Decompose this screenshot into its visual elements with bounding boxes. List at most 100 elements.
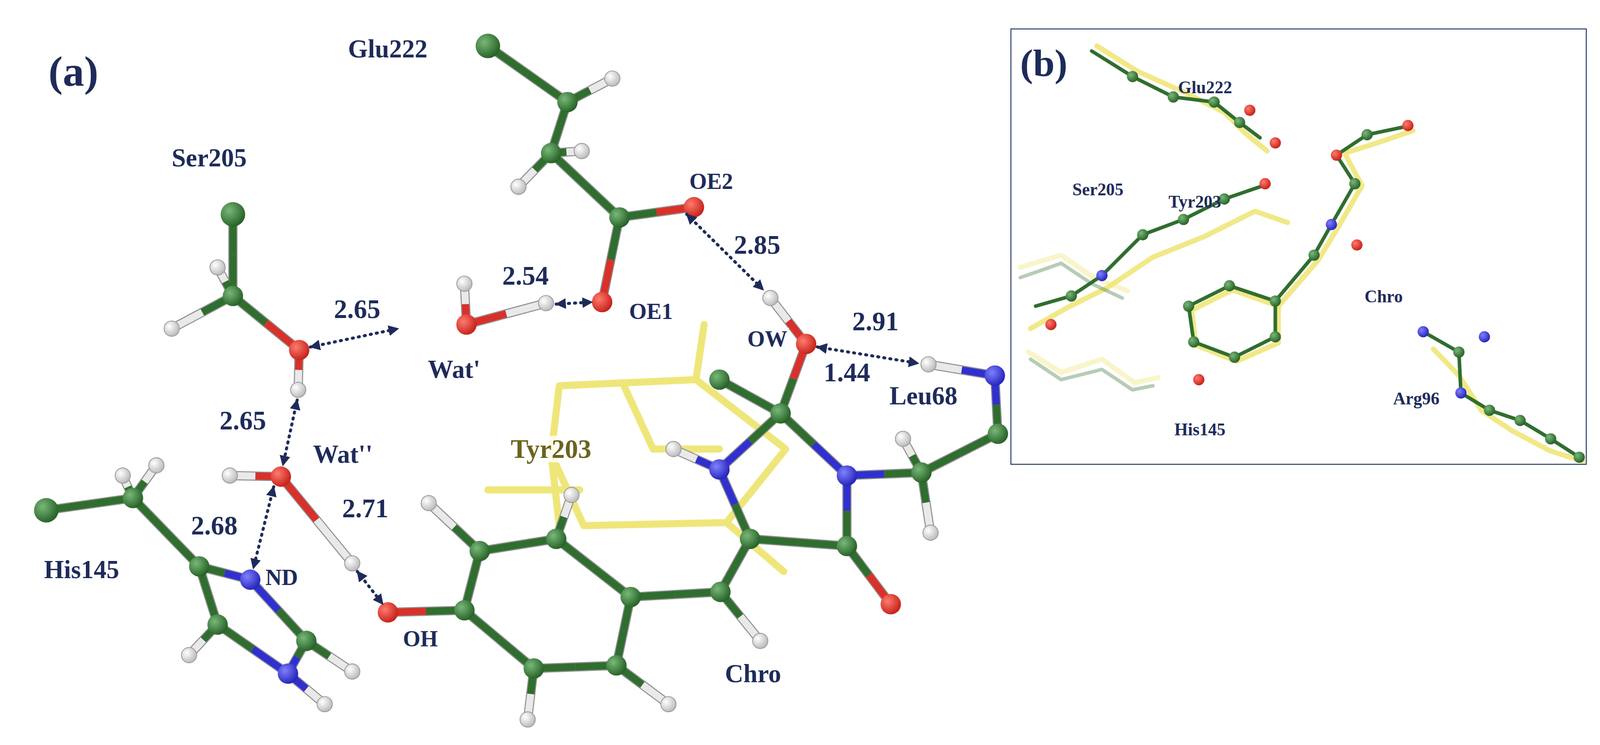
bond-outline [232,295,300,350]
atom-ball [316,696,333,712]
overlay-atom [1183,300,1195,312]
overlay-atom [1573,451,1585,463]
atom-ball [557,91,578,113]
bond-outline [630,591,721,597]
atom-ball [836,464,858,486]
atoms [33,33,1008,727]
atom-ball [666,440,682,457]
residue-label: Glu222 [1176,78,1234,97]
bond-outline [616,596,631,665]
structure-label: Leu68 [887,383,959,409]
structure-label: OE2 [688,170,735,193]
structure-label: Tyr203 [509,435,593,463]
bond-outline [842,475,852,546]
atom-ball [573,143,590,159]
atom-ball [739,528,761,549]
structure-label: Ser205 [170,145,249,171]
atom-ball [592,291,613,313]
structure-label: Wat'' [311,441,374,467]
overlay-atom [1045,318,1057,331]
structure-label: Chro [723,660,783,687]
atom-ball [115,467,131,483]
atom-ball [420,495,437,511]
atom-ball [475,33,501,59]
tyr203-sticks [488,324,786,571]
atom-ball [880,593,902,615]
atom-ball [836,535,858,557]
residue-label: Ser205 [1070,180,1125,199]
bond-outline [780,412,847,476]
bond-outline [428,502,480,551]
atom-ball [545,528,567,549]
overlay-atom [1545,433,1557,445]
atom-ball [606,654,627,676]
structure-label: 2.65 [218,407,268,434]
atom-ball [564,487,580,503]
overlay-stick [1028,351,1159,383]
tyr-stick [622,382,720,449]
structure-label: OE1 [627,300,675,323]
overlay-atom [1136,229,1149,241]
hbond-line [310,328,399,347]
atom-ball [752,632,768,648]
bond-outline [217,624,288,674]
overlay-stick [1091,51,1261,138]
atom-ball [609,206,630,228]
atom-ball [209,259,226,275]
atom-ball [709,369,730,390]
bond-outline [719,469,750,539]
structure-label: 2.68 [189,512,240,539]
panel-letter: (a) [47,50,101,93]
hbond-line [357,570,384,604]
atom-ball [377,601,399,623]
tyr-stick [726,522,784,572]
residue-label: Arg96 [1391,390,1441,408]
overlay-stick [1188,285,1276,358]
atom-ball [911,462,932,483]
overlay-atom [1269,295,1282,307]
atom-ball [288,339,310,361]
bond-outline [171,295,233,329]
hbond-line [556,302,593,305]
bond-outline [488,46,568,103]
bond-outline [387,610,465,613]
structure-label: Glu222 [346,36,430,62]
overlay-atom [1244,104,1256,116]
atom-ball [456,313,477,335]
bonds [46,46,998,720]
overlay-atom [1483,404,1496,416]
bond-outline [719,412,781,469]
structure-label: His145 [42,556,121,583]
atom-ball [895,431,911,447]
atom-ball [984,364,1006,386]
atom-ball [163,320,180,336]
atom-ball [181,646,197,663]
atom-ball [923,524,939,541]
atom-ball [510,179,526,195]
overlay-atom [1514,414,1526,426]
atom-ball [541,142,562,164]
overlay-stick [1275,126,1406,302]
atom-ball [538,295,554,311]
tyr-stick [696,324,705,380]
overlay-atom [1234,116,1246,129]
atom-ball [456,275,472,291]
atom-ball [33,497,59,523]
overlay-atom [1177,213,1189,226]
atom-ball [122,487,144,509]
overlay-stick [1191,289,1279,362]
overlay-atom [1096,269,1108,282]
structure-label: OW [746,327,789,351]
atom-ball [148,457,164,473]
inset-panel: (b)Glu222Ser205Tyr203ChroHis145Arg96 [1010,28,1587,465]
bond-outline [602,217,620,303]
structure-label: 1.44 [822,359,872,386]
hydrogen-bonds [253,214,919,604]
overlay-atom [1361,129,1373,141]
overlay-atom [1228,351,1240,363]
structure-label: 2.65 [332,295,383,323]
bond-outline [466,303,546,325]
atom-ball [220,202,246,227]
